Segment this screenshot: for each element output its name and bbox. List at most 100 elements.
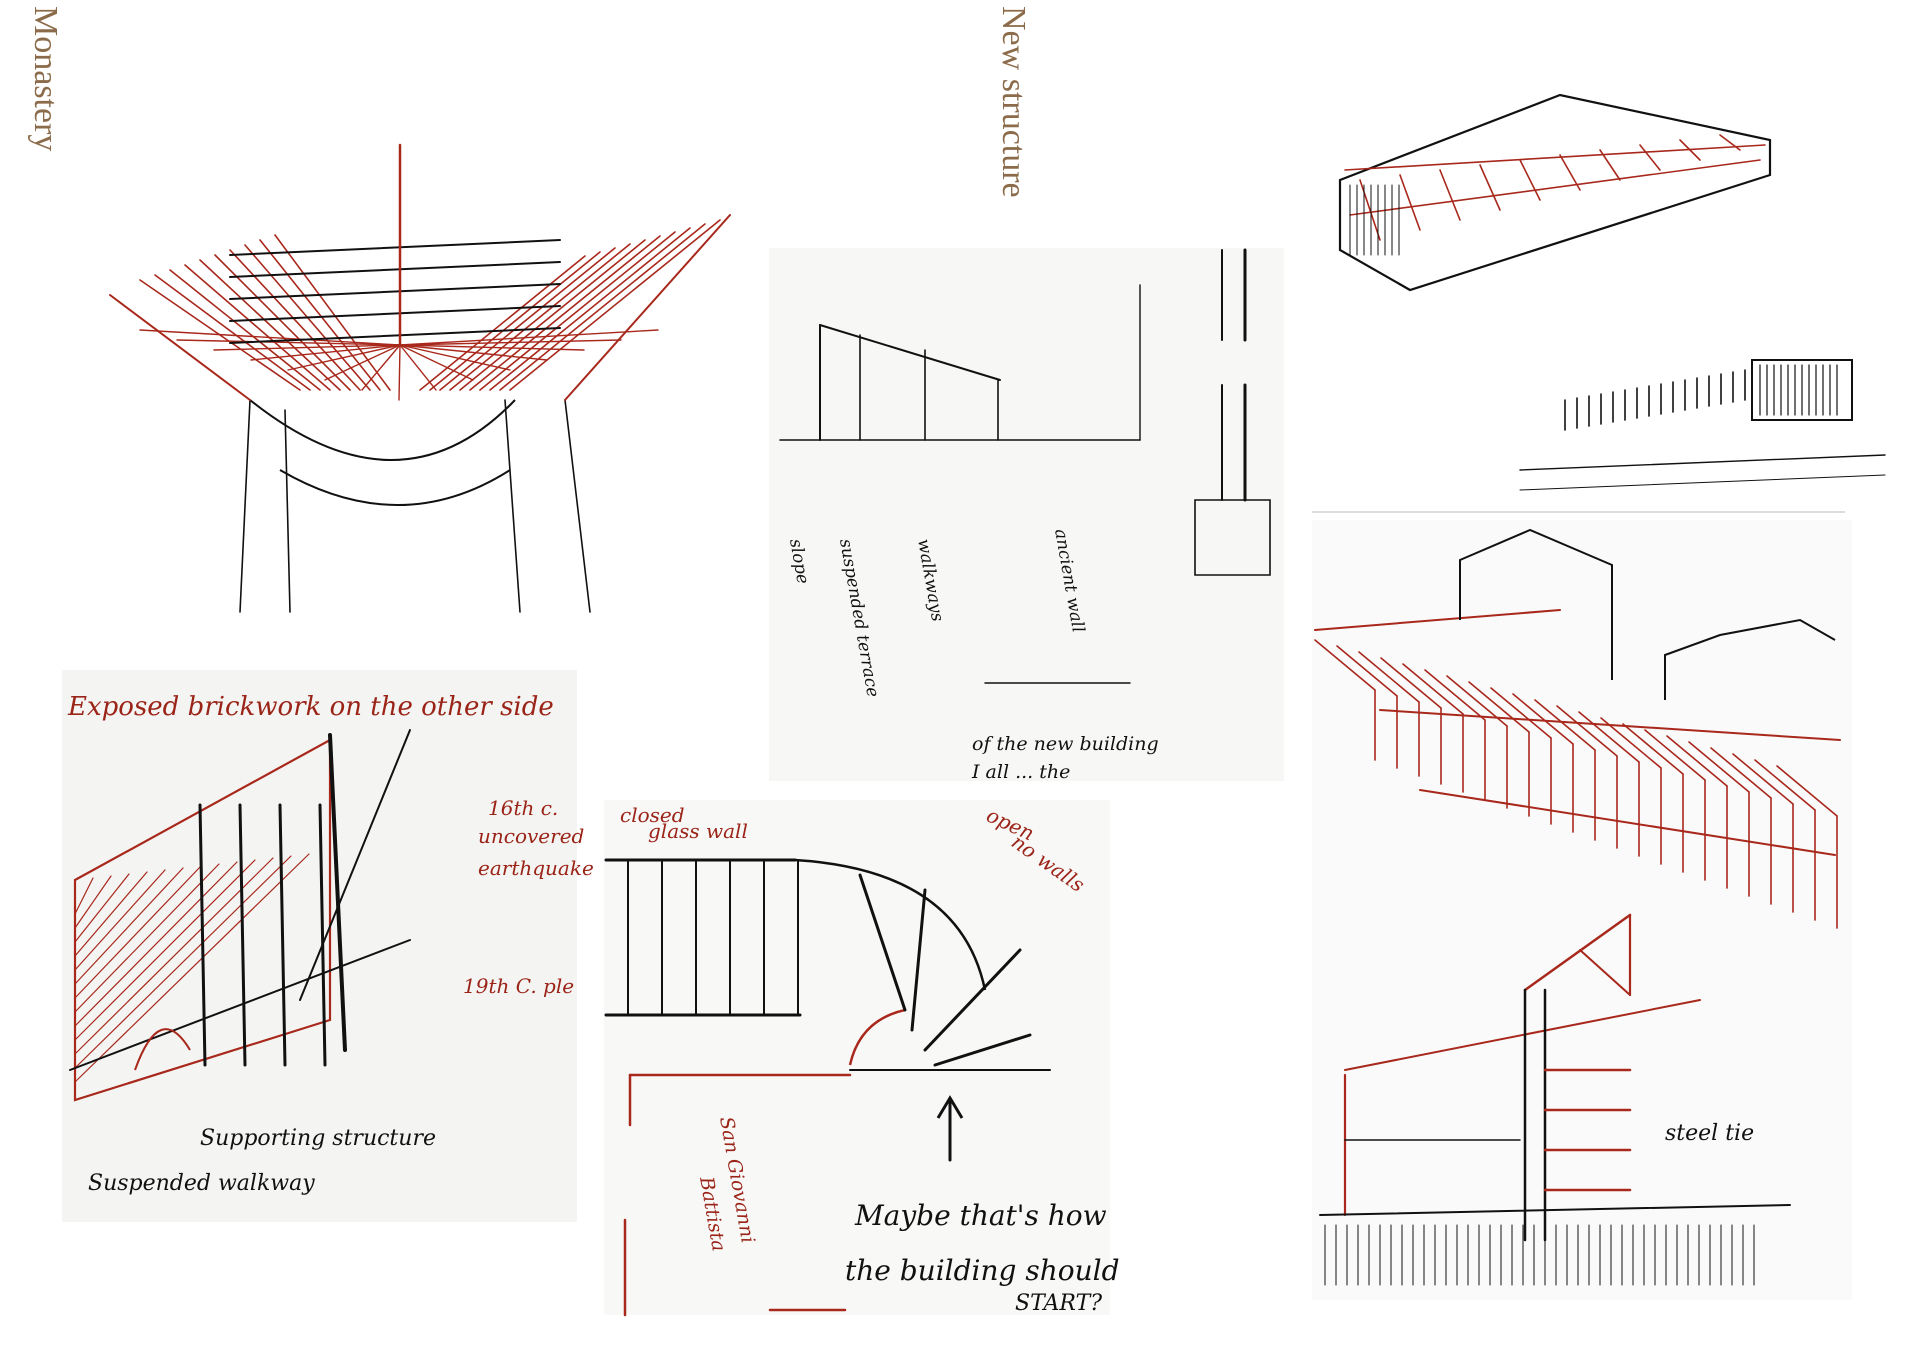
sketch-stroke (229, 261, 561, 278)
sketch-stroke (74, 853, 310, 1083)
plan-sketch (604, 858, 1051, 1317)
sketch-stroke (74, 861, 238, 1027)
sketch-stroke (1314, 639, 1376, 691)
sketch-stroke (499, 223, 706, 391)
right-section-sketch (1319, 913, 1791, 1286)
sketch-stroke (73, 738, 332, 1102)
note-line2: I all ... the (971, 761, 1070, 783)
sketch-stroke (318, 803, 327, 1067)
elevation-sketch (1519, 359, 1886, 491)
sketch-stroke (1358, 651, 1420, 703)
panel-section (769, 248, 1284, 781)
sketch-stroke (74, 865, 202, 999)
sketch-stroke (239, 399, 251, 613)
sketch-stroke (229, 283, 561, 300)
note-maybe: Maybe that's how (854, 1199, 1107, 1232)
sketch-stroke (259, 239, 381, 391)
sketch-stroke (1344, 999, 1701, 1071)
sketch-stroke (74, 869, 166, 971)
note-glass-wall: glass wall (648, 819, 748, 843)
sketch-stroke (1399, 174, 1421, 231)
sketch-stroke (933, 1033, 1032, 1067)
sketch-stroke (1710, 747, 1772, 799)
panel-brickwork (62, 670, 577, 1222)
title-new-structure: New structure (995, 6, 1032, 198)
sketch-stroke (328, 733, 347, 1052)
sketch-stroke (1468, 681, 1530, 733)
note-brick-header: Exposed brickwork on the other side (67, 692, 554, 722)
sketch-stroke (154, 274, 311, 391)
sketch-stroke (399, 344, 511, 371)
sketch-stroke (1194, 499, 1271, 576)
sketch-stroke (489, 227, 691, 391)
sketch-stroke (1319, 1204, 1791, 1216)
sketch-stroke (74, 871, 148, 957)
sketch-stroke (1600, 717, 1662, 769)
note-start: START? (1015, 1291, 1102, 1316)
sketch-stroke (1349, 159, 1761, 216)
panel-right (1312, 520, 1852, 1300)
sketch-stroke (74, 859, 256, 1041)
sketch-stroke (169, 269, 321, 391)
sketch-stroke (229, 249, 361, 391)
sketch-stroke (399, 344, 474, 381)
sketch-stroke (1644, 729, 1706, 781)
note-supporting: Supporting structure (200, 1126, 436, 1151)
sketch-stroke (1490, 687, 1552, 739)
sketch-stroke (469, 235, 661, 391)
sketch-stroke (564, 399, 591, 613)
sketch-stroke (1336, 645, 1398, 697)
sketch-stroke (74, 855, 292, 1069)
sketch-stroke (1688, 741, 1750, 793)
axonometric-sketch (1338, 93, 1772, 292)
sketch-stroke (139, 279, 301, 391)
sketch-stroke (1402, 663, 1464, 715)
sketch-stroke (69, 939, 411, 1071)
sketch-stroke (134, 1028, 191, 1071)
sketch-stroke (198, 803, 207, 1067)
sketch-stroke (509, 219, 721, 391)
sketch-stroke (1754, 759, 1816, 811)
sketch-stroke (419, 255, 586, 391)
sketch-stroke (278, 803, 287, 1067)
sketch-stroke (299, 729, 411, 1001)
sketch-stroke (848, 1008, 906, 1066)
sketch-stroke (1419, 789, 1836, 856)
sketch-stroke (274, 234, 391, 391)
sketch-stroke (74, 867, 184, 985)
sketch-stroke (1519, 454, 1886, 471)
roof-axonometric-sketch (1314, 528, 1841, 929)
sketch-stroke (287, 344, 401, 371)
sketch-stroke (229, 239, 561, 256)
sketch-stroke (936, 1095, 964, 1119)
sketch-stroke (1519, 474, 1886, 491)
sketch-stroke (109, 294, 251, 401)
sketch-stroke (1519, 159, 1541, 201)
sketch-stroke (1523, 913, 1632, 992)
note-closed: closed (620, 803, 685, 827)
sketch-stroke (284, 409, 291, 613)
note-uncovered: uncovered (478, 824, 584, 848)
title-monastery: Monastery (27, 6, 64, 152)
sketch-stroke (229, 305, 561, 322)
note-walkway: Suspended walkway (88, 1171, 315, 1196)
sketch-stroke (1459, 528, 1613, 680)
sketch-stroke (1424, 669, 1486, 721)
sketch-stroke (1719, 134, 1741, 151)
brickwork-sketch (69, 729, 411, 1102)
note-19th: 19th C. ple (463, 974, 574, 998)
sketch-stroke (449, 243, 631, 391)
sketch-stroke (1338, 93, 1772, 292)
sketch-stroke (1776, 765, 1838, 817)
sketch-stroke (399, 344, 548, 361)
panel-plan (604, 800, 1110, 1315)
sketch-stroke (1556, 705, 1618, 757)
sketch-stroke (858, 873, 907, 1012)
sketch-stroke (74, 873, 130, 943)
sketch-stroke (1622, 723, 1684, 775)
sketch-stroke (1314, 609, 1561, 631)
vault-sketch (109, 143, 731, 613)
sketch-stroke (249, 399, 516, 461)
sketch-stroke (1439, 169, 1461, 221)
